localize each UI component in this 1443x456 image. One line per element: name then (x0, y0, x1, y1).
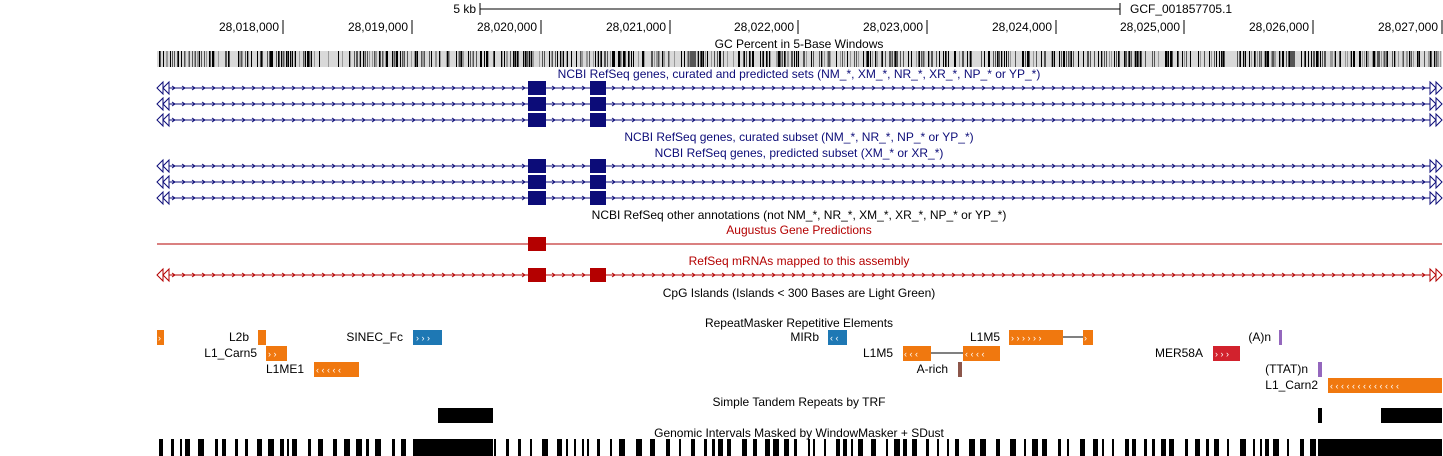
repeat-block-sinec (413, 330, 442, 345)
trf-track[interactable] (438, 408, 1442, 423)
mrna-track-title[interactable]: RefSeq mRNAs mapped to this assembly (688, 254, 910, 268)
repeat-block-l2b (258, 330, 266, 345)
ruler-tick-label: 28,025,000 (1119, 20, 1180, 34)
repeat-block-l1m5-b (903, 346, 931, 361)
refseq-other-track-title[interactable]: NCBI RefSeq other annotations (not NM_*,… (591, 208, 1007, 222)
svg-text:›: › (1084, 333, 1087, 343)
cpg-track-title[interactable]: CpG Islands (Islands < 300 Bases are Lig… (662, 286, 936, 300)
refseq-all-track[interactable] (156, 80, 1443, 128)
repeat-block (157, 330, 164, 345)
repeat-block-mer58a (1213, 346, 1240, 361)
repeat-block-an (1279, 330, 1282, 345)
ruler-tick-label: 28,026,000 (1248, 20, 1309, 34)
svg-text:› › ›: › › › (416, 333, 430, 343)
repeat-label-l1m5[interactable]: L1M5 (969, 330, 1000, 344)
ruler-tick-label: 28,022,000 (733, 20, 794, 34)
svg-text:‹ ‹ ‹ ‹: ‹ ‹ ‹ ‹ (965, 349, 985, 359)
svg-text:› › › › › ›: › › › › › › (1011, 333, 1042, 343)
ruler-tick-label: 28,019,000 (347, 20, 408, 34)
ruler-tick-label: 28,023,000 (862, 20, 923, 34)
refseq-predicted-track-title[interactable]: NCBI RefSeq genes, predicted subset (XM_… (654, 146, 944, 160)
repeat-block-mirb (828, 330, 847, 345)
repeat-block-arich (958, 362, 962, 377)
repeat-label-l2b[interactable]: L2b (228, 330, 249, 344)
repeat-label-ttatn[interactable]: (TTAT)n (1265, 362, 1308, 376)
svg-text:› ›: › › (268, 349, 277, 359)
repeat-block-l1carn2 (1328, 378, 1442, 393)
repeat-block-ttatn (1318, 362, 1322, 377)
repeat-block-l1me1 (314, 362, 359, 377)
svg-text:‹ ‹ ‹ ‹ ‹ ‹ ‹ ‹ ‹ ‹ ‹ ‹ ‹: ‹ ‹ ‹ ‹ ‹ ‹ ‹ ‹ ‹ ‹ ‹ ‹ ‹ (1330, 381, 1399, 391)
ruler-tick-label: 28,021,000 (605, 20, 666, 34)
refseq-all-track-title[interactable]: NCBI RefSeq genes, curated and predicted… (557, 67, 1041, 81)
repeat-label-l1carn2[interactable]: L1_Carn2 (1265, 378, 1318, 392)
ruler-tick-label: 28,018,000 (218, 20, 279, 34)
svg-text:‹ ‹ ‹: ‹ ‹ ‹ (904, 349, 918, 359)
trf-track-title[interactable]: Simple Tandem Repeats by TRF (712, 395, 886, 409)
windowmasker-track[interactable] (159, 439, 1442, 456)
ruler-tick-label: 28,024,000 (991, 20, 1052, 34)
refseq-curated-track-title[interactable]: NCBI RefSeq genes, curated subset (NM_*,… (624, 130, 974, 144)
svg-text:›: › (158, 333, 161, 343)
repeat-block-l1m5-a (1009, 330, 1063, 345)
assembly-label: GCF_001857705.1 (1130, 2, 1233, 16)
repeat-label-mer58a[interactable]: MER58A (1154, 346, 1203, 360)
refseq-predicted-track[interactable] (156, 158, 1443, 206)
windowmasker-track-title[interactable]: Genomic Intervals Masked by WindowMasker… (654, 426, 944, 440)
repeat-block-l1carn5 (266, 346, 287, 361)
scale-bar-label: 5 kb (453, 2, 476, 16)
svg-text:‹ ‹: ‹ ‹ (830, 333, 839, 343)
repeatmasker-track[interactable]: › › › › › › ‹ ‹ ‹ ‹ ‹ ‹ ‹ › › › › › › › … (157, 330, 1442, 393)
repeat-label-sinec[interactable]: SINEC_Fc (346, 330, 403, 344)
svg-text:‹ ‹ ‹ ‹ ‹: ‹ ‹ ‹ ‹ ‹ (316, 365, 341, 375)
scale-bar (479, 3, 1121, 15)
refseq-mrna-track[interactable] (156, 267, 1443, 283)
ruler-tick-label: 28,027,000 (1377, 20, 1438, 34)
ruler-ticks (282, 20, 1443, 34)
gc-percent-track[interactable] (157, 51, 1442, 67)
gc-track-title[interactable]: GC Percent in 5-Base Windows (714, 37, 884, 51)
augustus-track[interactable] (157, 237, 1442, 251)
repeat-label-mirb[interactable]: MIRb (790, 330, 819, 344)
repeat-label-arich[interactable]: A-rich (916, 362, 948, 376)
repeat-block-l1m5-b2 (963, 346, 1000, 361)
ruler-tick-label: 28,020,000 (476, 20, 537, 34)
repeat-label-l1me1[interactable]: L1ME1 (265, 362, 304, 376)
repeat-label-l1carn5[interactable]: L1_Carn5 (204, 346, 257, 360)
repeat-label-an[interactable]: (A)n (1248, 330, 1271, 344)
augustus-track-title[interactable]: Augustus Gene Predictions (726, 223, 872, 237)
repeatmasker-track-title[interactable]: RepeatMasker Repetitive Elements (704, 316, 894, 330)
repeat-label-l1m5[interactable]: L1M5 (862, 346, 893, 360)
svg-text:› › ›: › › › (1215, 349, 1229, 359)
repeat-block-l1m5-a2 (1083, 330, 1093, 345)
